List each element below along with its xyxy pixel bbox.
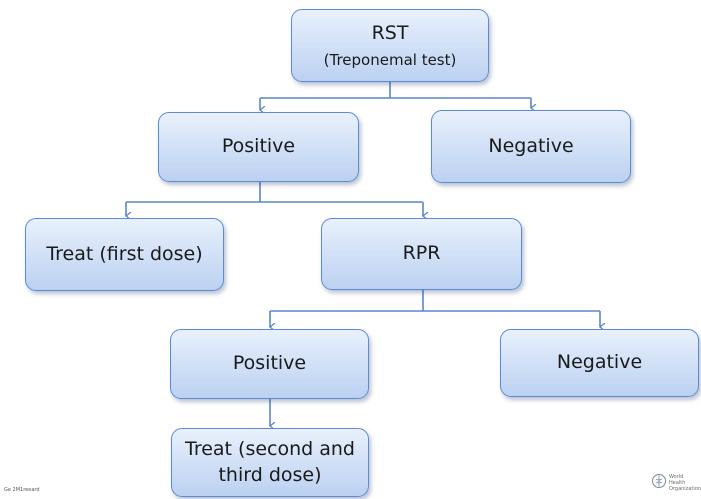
who-logo-text: World Health Organization: [669, 474, 701, 492]
rst-negative-node: Negative: [431, 110, 631, 183]
treat-first-dose-label: Treat (first dose): [46, 242, 203, 265]
rst-node: RST (Treponemal test): [291, 9, 489, 82]
rpr-positive-label: Positive: [232, 352, 307, 375]
rst-subtitle: (Treponemal test): [323, 51, 457, 70]
rpr-node: RPR: [321, 218, 522, 290]
who-logo-line2: Organization: [669, 486, 701, 492]
rst-positive-node: Positive: [158, 112, 359, 182]
treat-second-third-dose-label: Treat (second and third dose): [185, 437, 355, 486]
rst-title: RST: [371, 21, 409, 44]
rpr-negative-label: Negative: [556, 351, 643, 374]
rpr-positive-node: Positive: [170, 329, 369, 399]
rst-positive-label: Positive: [221, 135, 296, 158]
rpr-negative-node: Negative: [500, 329, 699, 397]
rst-negative-label: Negative: [488, 134, 574, 157]
rpr-label: RPR: [402, 242, 441, 265]
footer-note: Ge 2M1reeard: [4, 487, 40, 493]
who-emblem-icon: [652, 474, 666, 488]
treat-first-dose-node: Treat (first dose): [25, 218, 224, 291]
who-logo-line1: World Health: [669, 474, 686, 486]
treat-second-third-dose-node: Treat (second and third dose): [171, 428, 369, 497]
